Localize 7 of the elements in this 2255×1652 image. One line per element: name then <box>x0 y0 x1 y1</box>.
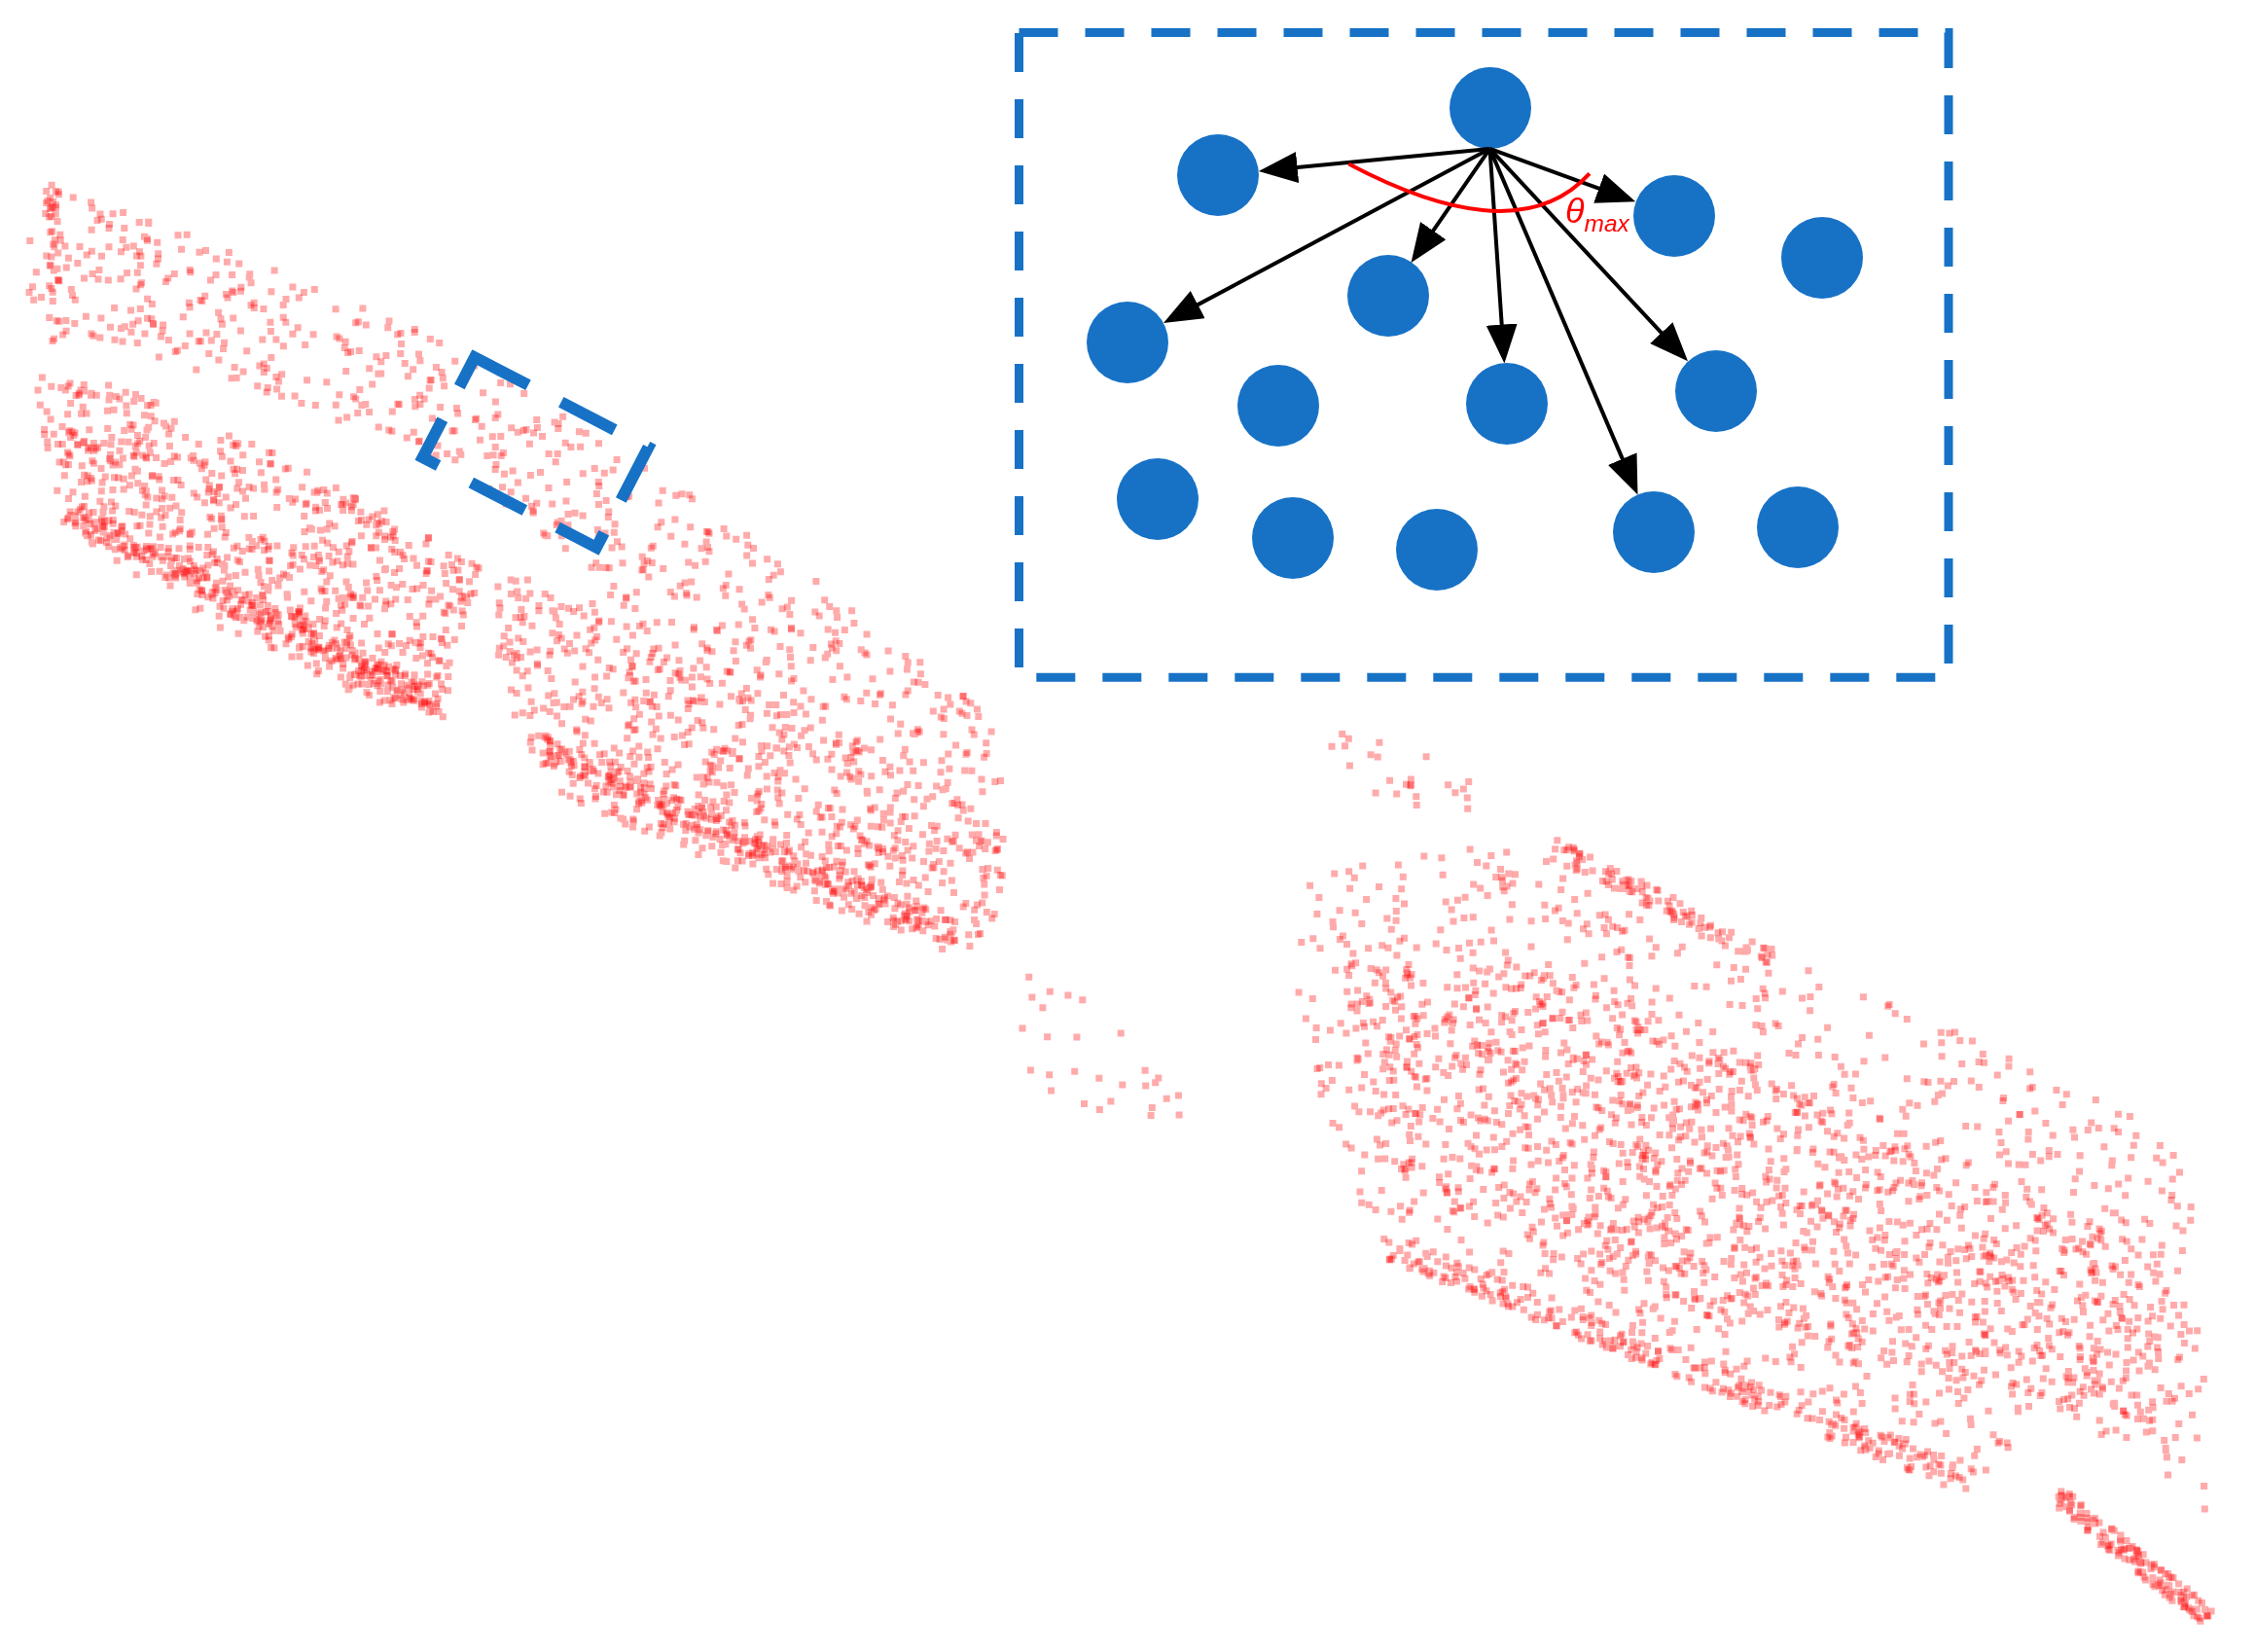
arrow <box>1488 147 1636 204</box>
arrow <box>1488 147 1690 363</box>
arrow <box>1258 146 1490 183</box>
inset-panel <box>1015 28 1953 682</box>
arrow <box>1409 147 1492 265</box>
zoom-region-frame <box>414 349 657 556</box>
arrow <box>1163 147 1491 325</box>
